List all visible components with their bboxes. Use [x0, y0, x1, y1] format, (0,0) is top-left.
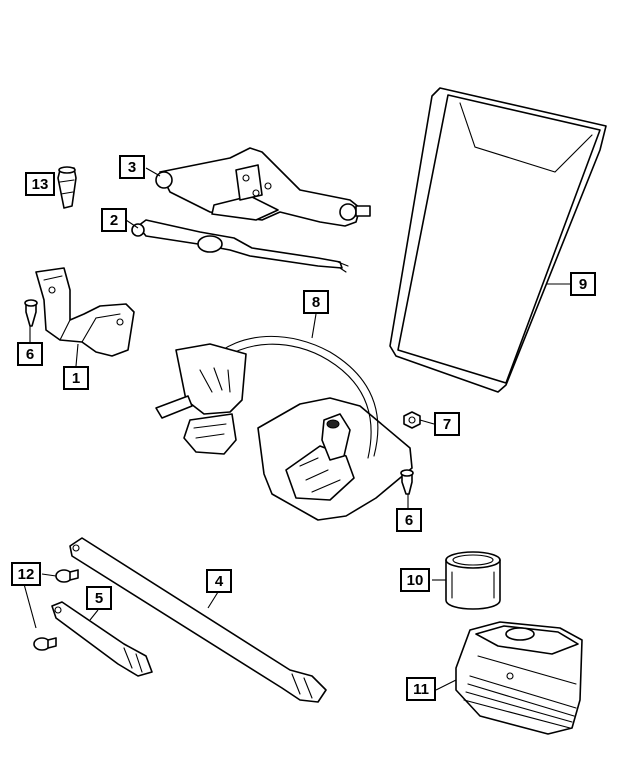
leader-7: [419, 419, 435, 425]
leader-12a: [41, 573, 57, 577]
part-2-handle: [131, 219, 349, 273]
part-6-bolt-right: [400, 469, 414, 495]
part-3-jack: [155, 147, 371, 227]
callout-1[interactable]: 1: [63, 366, 89, 390]
part-12-pins: [33, 569, 79, 651]
callout-13[interactable]: 13: [25, 172, 55, 196]
part-7-nut: [403, 411, 421, 429]
callout-12[interactable]: 12: [11, 562, 41, 586]
leader-5: [89, 609, 99, 621]
callout-8[interactable]: 8: [303, 290, 329, 314]
part-4-strap: [69, 537, 327, 703]
callout-7[interactable]: 7: [434, 412, 460, 436]
callout-10[interactable]: 10: [400, 568, 430, 592]
leader-1: [75, 343, 79, 367]
callout-4[interactable]: 4: [206, 569, 232, 593]
leader-3: [145, 167, 161, 177]
callout-11[interactable]: 11: [406, 677, 436, 701]
part-9-cover: [389, 87, 607, 393]
callout-6-left[interactable]: 6: [17, 342, 43, 366]
callout-3[interactable]: 3: [119, 155, 145, 179]
callout-6-right[interactable]: 6: [396, 508, 422, 532]
part-1-bracket: [35, 267, 135, 357]
callout-5[interactable]: 5: [86, 586, 112, 610]
part-5-strap: [51, 601, 153, 677]
leader-12b: [23, 583, 37, 629]
callout-2[interactable]: 2: [101, 208, 127, 232]
leader-8: [311, 313, 317, 339]
leader-4: [207, 591, 219, 609]
part-11-compressor: [455, 621, 583, 735]
part-8-tray-assembly: [155, 335, 413, 521]
part-13-spacer: [57, 166, 77, 209]
leader-2: [125, 219, 139, 229]
callout-9[interactable]: 9: [570, 272, 596, 296]
part-6-bolt-left: [24, 299, 38, 327]
leader-11: [435, 679, 457, 691]
part-10-canister: [445, 551, 501, 610]
